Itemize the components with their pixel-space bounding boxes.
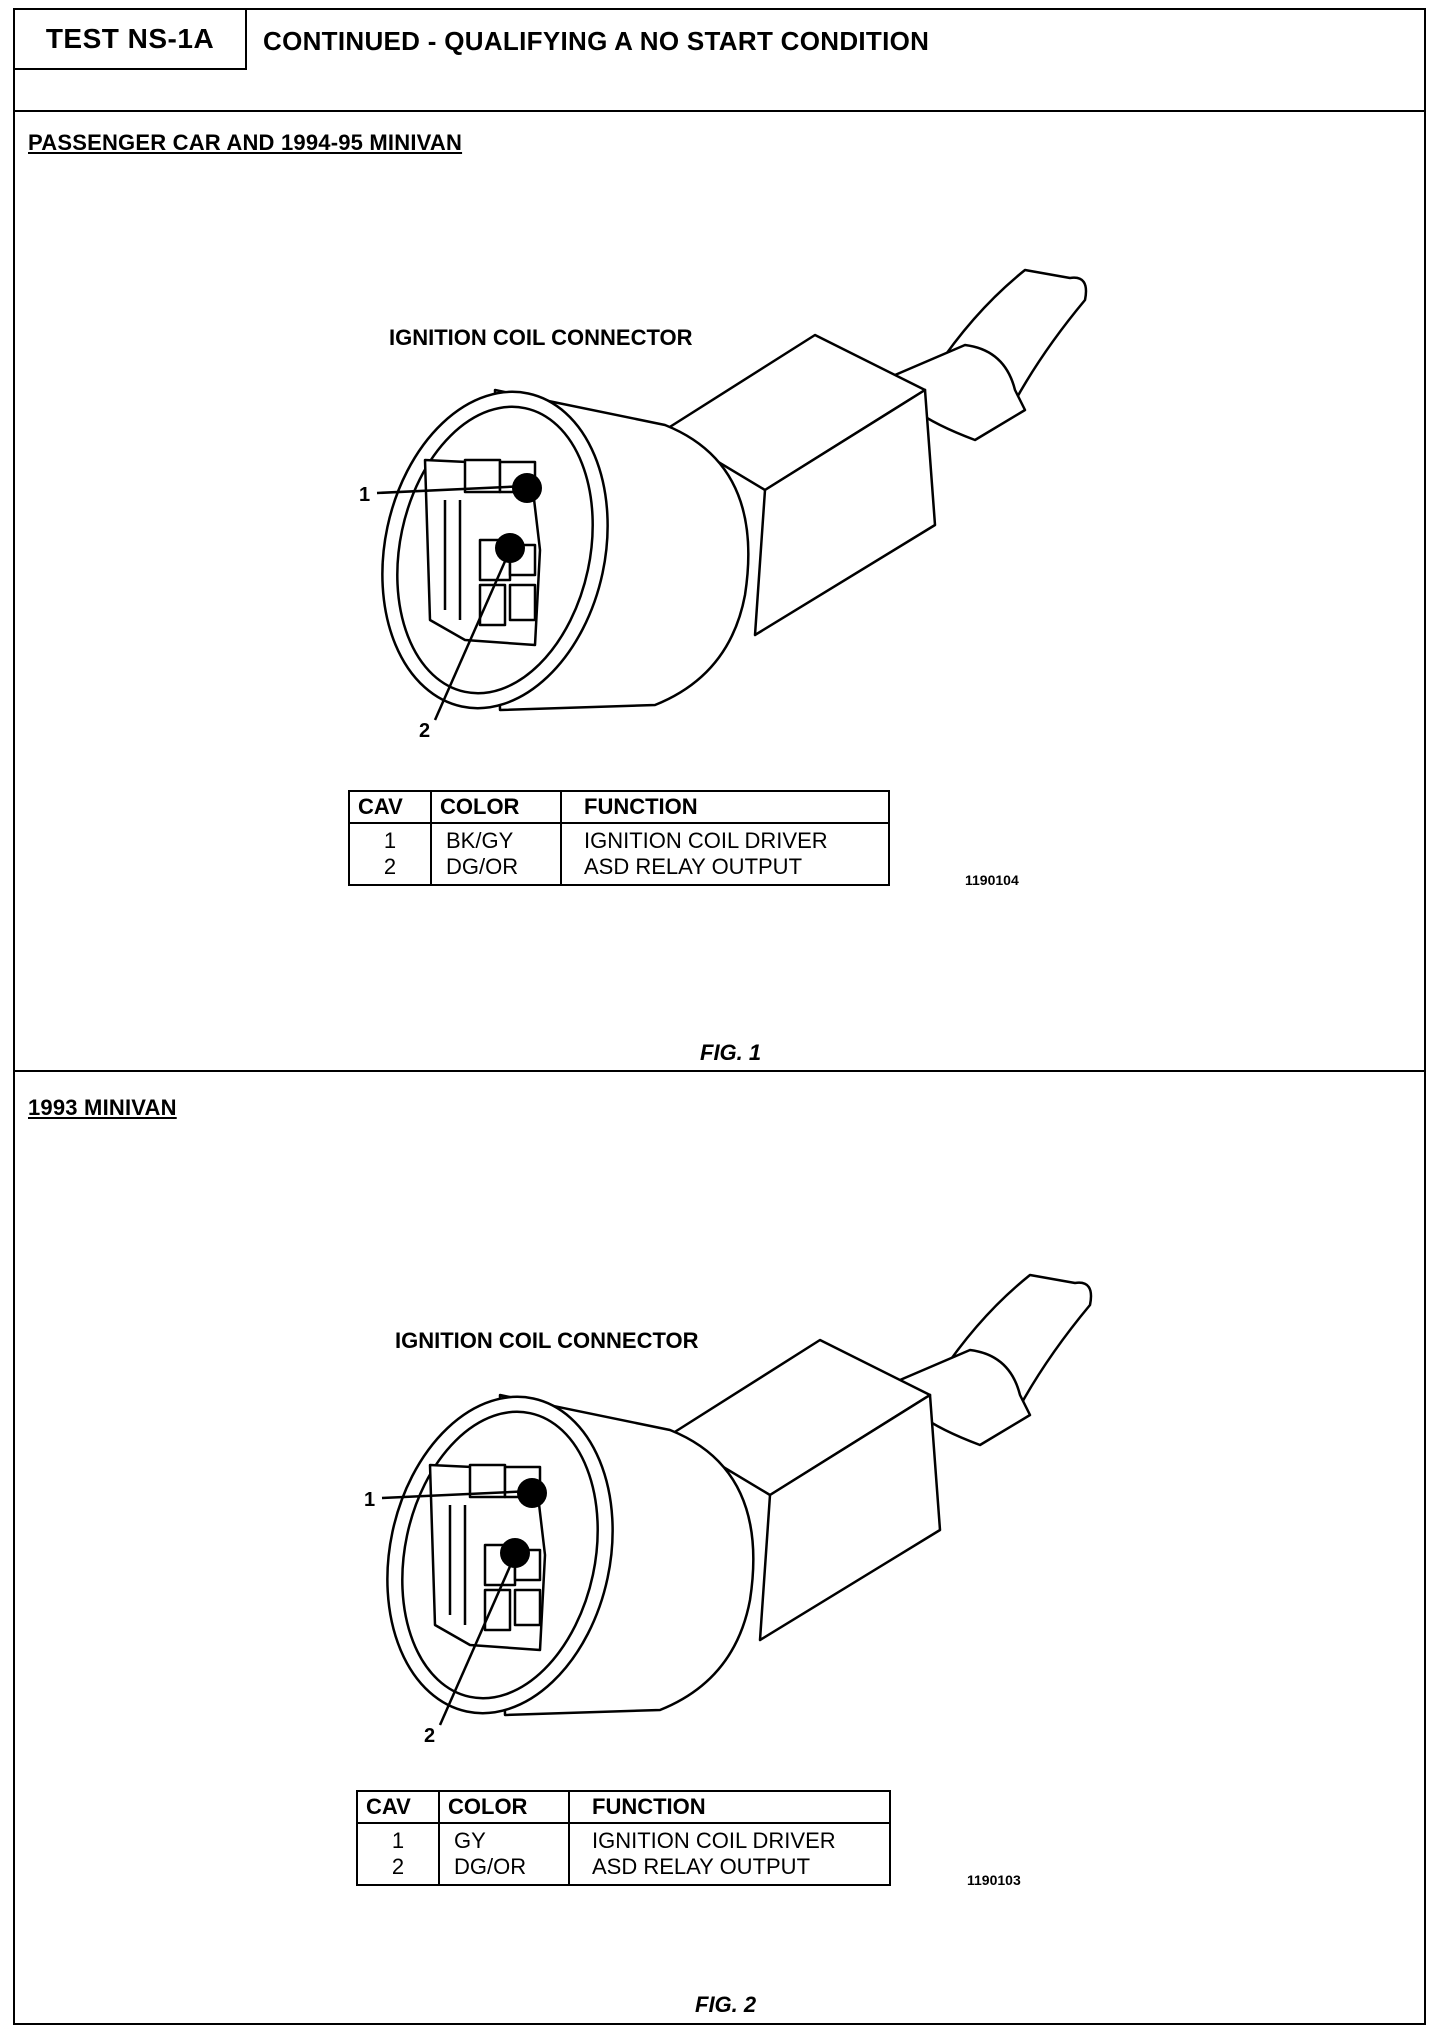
cavity-2-pin-fig1	[495, 533, 525, 563]
page-title: CONTINUED - QUALIFYING A NO START CONDIT…	[263, 26, 930, 56]
fig-label-1: FIG. 1	[700, 1040, 762, 1065]
cell-function: ASD RELAY OUTPUT	[560, 854, 890, 885]
col-color: COLOR	[438, 1791, 570, 1824]
cavity-1-pin-fig2	[517, 1478, 547, 1508]
connector-label-fig2: IGNITION COIL CONNECTOR	[395, 1328, 699, 1353]
table-row: 1 GY IGNITION COIL DRIVER	[356, 1823, 891, 1854]
page-frame: TEST NS-1A CONTINUED - QUALIFYING A NO S…	[13, 8, 1426, 2025]
header-divider	[15, 110, 1424, 112]
cell-function: IGNITION COIL DRIVER	[568, 1823, 891, 1854]
cell-cav: 2	[348, 854, 432, 885]
cell-cav: 2	[356, 1854, 440, 1885]
col-cav: CAV	[348, 791, 432, 824]
cell-cav: 1	[348, 823, 432, 854]
callout-1-fig2: 1	[364, 1489, 375, 1511]
table-header-row: CAV COLOR FUNCTION	[356, 1791, 891, 1824]
cavity-table-fig2: CAV COLOR FUNCTION 1 GY IGNITION COIL DR…	[356, 1790, 891, 1886]
table-row: 2 DG/OR ASD RELAY OUTPUT	[348, 854, 890, 885]
cavity-table-fig1: CAV COLOR FUNCTION 1 BK/GY IGNITION COIL…	[348, 790, 890, 886]
cell-color: BK/GY	[430, 823, 562, 854]
cell-color: GY	[438, 1823, 570, 1854]
body-right-fig1	[753, 388, 937, 637]
col-cav: CAV	[356, 1791, 440, 1824]
cell-function: IGNITION COIL DRIVER	[560, 823, 890, 854]
cell-color: DG/OR	[430, 854, 562, 885]
fig-label-2: FIG. 2	[695, 1992, 757, 2017]
callout-1-fig1: 1	[359, 484, 370, 506]
col-color: COLOR	[430, 791, 562, 824]
body-right-fig2	[758, 1393, 942, 1642]
cavity-1-pin-fig1	[512, 473, 542, 503]
section-title-fig2: 1993 MINIVAN	[28, 1095, 177, 1120]
section-title-fig1: PASSENGER CAR AND 1994-95 MINIVAN	[28, 130, 463, 155]
callout-2-fig1: 2	[419, 720, 430, 742]
connector-label-fig1: IGNITION COIL CONNECTOR	[389, 325, 693, 350]
part-number-fig2: 1190103	[967, 1872, 1021, 1888]
section-divider	[15, 1070, 1424, 1072]
table-header-row: CAV COLOR FUNCTION	[348, 791, 890, 824]
table-row: 1 BK/GY IGNITION COIL DRIVER	[348, 823, 890, 854]
test-id-box: TEST NS-1A	[15, 10, 247, 70]
cell-cav: 1	[356, 1823, 440, 1854]
cell-color: DG/OR	[438, 1854, 570, 1885]
callout-2-fig2: 2	[424, 1725, 435, 1747]
col-function: FUNCTION	[568, 1791, 891, 1824]
table-row: 2 DG/OR ASD RELAY OUTPUT	[356, 1854, 891, 1885]
connector-diagram-fig2: 1 2	[364, 1273, 1093, 1747]
cell-function: ASD RELAY OUTPUT	[568, 1854, 891, 1885]
test-id: TEST NS-1A	[45, 23, 215, 54]
cavity-2-pin-fig2	[500, 1538, 530, 1568]
part-number-fig1: 1190104	[965, 872, 1019, 888]
col-function: FUNCTION	[560, 791, 890, 824]
connector-diagram-fig1: 1 2	[359, 268, 1088, 742]
